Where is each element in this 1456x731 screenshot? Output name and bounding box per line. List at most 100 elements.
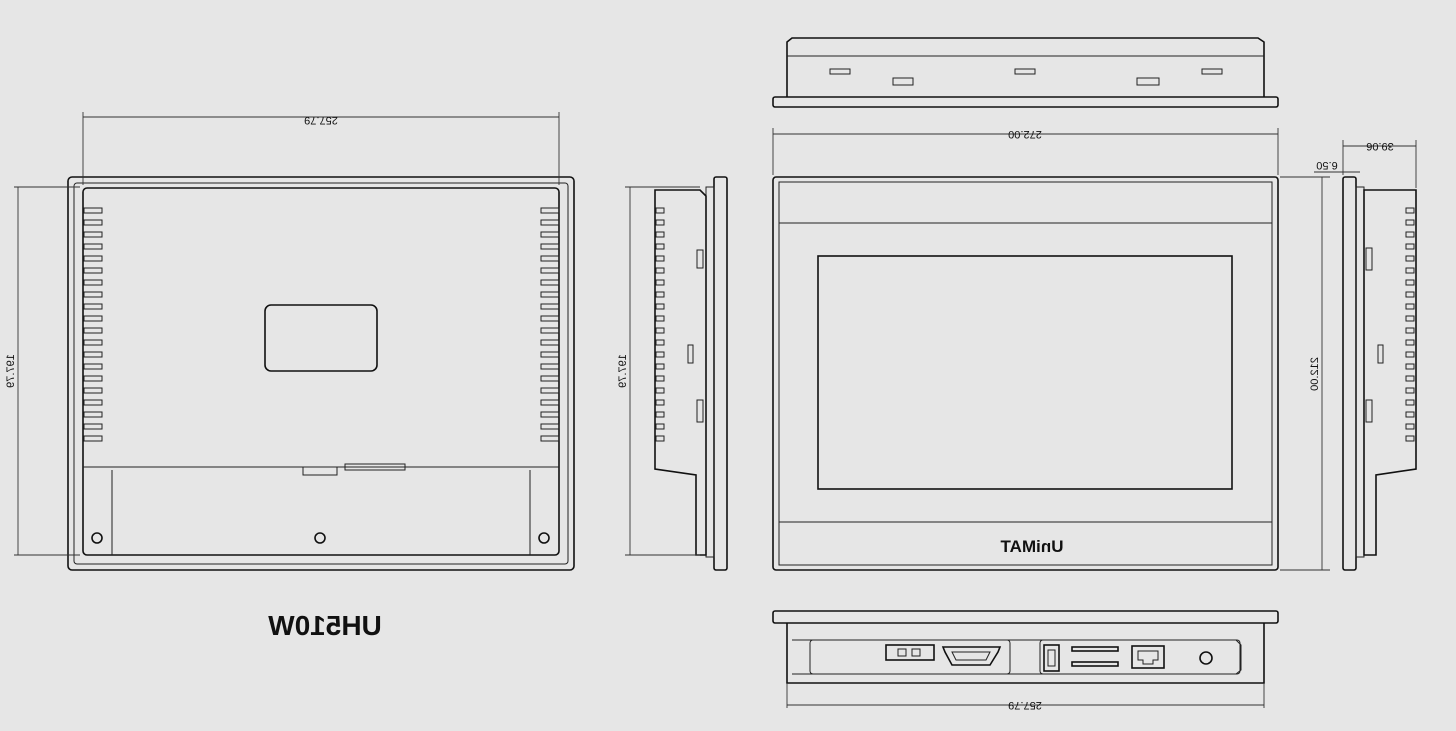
vent-slot xyxy=(1405,399,1415,406)
vent-slot xyxy=(1405,351,1415,358)
vent-slot xyxy=(83,291,103,298)
vent-slot xyxy=(655,207,665,214)
vent-slot xyxy=(655,387,665,394)
vent-slot xyxy=(1405,411,1415,418)
left-side-view xyxy=(654,176,728,571)
back-label-plate xyxy=(264,304,378,372)
dimension-bottom-width: 257.79 xyxy=(786,683,1265,711)
vent-slot xyxy=(655,435,665,442)
dimension-bezel-thickness: 6.50 xyxy=(1314,159,1360,173)
vent-slot xyxy=(83,351,103,358)
vent-slot xyxy=(540,231,560,238)
vent-slot xyxy=(83,267,103,274)
vent-slot xyxy=(83,207,103,214)
right-side-view xyxy=(1342,176,1417,571)
dimension-front-width: 272.00 xyxy=(772,128,1279,175)
vent-slot xyxy=(540,255,560,262)
vent-slot xyxy=(655,231,665,238)
vent-slot xyxy=(1405,375,1415,382)
vent-slot xyxy=(655,423,665,430)
dim-label-side-depth: 39.06 xyxy=(1366,140,1394,152)
dim-label-bezel-thickness: 6.50 xyxy=(1316,159,1337,171)
vent-slot xyxy=(540,351,560,358)
vent-slot xyxy=(540,339,560,346)
vent-slot xyxy=(655,327,665,334)
vent-slot xyxy=(1405,231,1415,238)
vent-slot xyxy=(655,303,665,310)
dim-label-side-height: 197.79 xyxy=(617,354,629,388)
vent-slot xyxy=(540,291,560,298)
vent-slot xyxy=(540,423,560,430)
vent-slot xyxy=(540,315,560,322)
power-terminal xyxy=(885,644,935,661)
vent-slot xyxy=(540,207,560,214)
vent-slot xyxy=(655,267,665,274)
vent-slot xyxy=(540,219,560,226)
front-view: UniMAT xyxy=(772,176,1279,571)
vent-slot xyxy=(1405,315,1415,322)
top-view xyxy=(772,37,1279,108)
screw-icon xyxy=(314,532,326,544)
vent-slot xyxy=(655,351,665,358)
display-screen xyxy=(817,255,1233,490)
screw-icon xyxy=(538,532,550,544)
dimension-back-width: 257.79 xyxy=(82,112,560,185)
vent-slot xyxy=(83,219,103,226)
vent-slot xyxy=(1405,219,1415,226)
vent-slots xyxy=(655,207,665,442)
vent-slot xyxy=(83,411,103,418)
dimension-side-depth: 39.06 xyxy=(1342,140,1417,188)
brand-logo: UniMAT xyxy=(1000,537,1064,556)
vent-slot xyxy=(655,315,665,322)
ethernet-port xyxy=(1131,645,1165,669)
vent-slot xyxy=(83,327,103,334)
vent-slot xyxy=(1405,339,1415,346)
vent-slot xyxy=(540,303,560,310)
vent-slot xyxy=(83,435,103,442)
vent-slot xyxy=(83,423,103,430)
vent-slot xyxy=(83,255,103,262)
vent-slot xyxy=(1405,387,1415,394)
dimension-side-height: 197.79 xyxy=(617,186,700,556)
vent-slot xyxy=(83,315,103,322)
dimension-back-height: 197.79 xyxy=(5,186,80,556)
dim-label-front-height: 212.00 xyxy=(1309,357,1321,391)
vent-slot xyxy=(1405,327,1415,334)
vent-slot xyxy=(83,303,103,310)
dim-label-bottom-width: 257.79 xyxy=(1008,699,1042,711)
dim-label-front-width: 272.00 xyxy=(1008,128,1042,140)
vent-slot xyxy=(655,339,665,346)
vent-slot xyxy=(540,411,560,418)
vent-slot xyxy=(540,387,560,394)
vent-slot xyxy=(655,243,665,250)
vent-slot xyxy=(83,375,103,382)
bottom-view xyxy=(772,610,1279,684)
vent-slot xyxy=(655,411,665,418)
vent-slot xyxy=(1405,423,1415,430)
vent-slots-right xyxy=(540,207,560,442)
vent-slot xyxy=(1405,255,1415,262)
usb-port xyxy=(1043,644,1060,672)
model-name: UH510W xyxy=(268,610,382,641)
dim-label-back-width: 257.79 xyxy=(304,114,338,126)
vent-slot xyxy=(1405,279,1415,286)
vent-slot xyxy=(540,375,560,382)
dimension-front-height: 212.00 xyxy=(1280,176,1330,571)
vent-slot xyxy=(655,291,665,298)
vent-slot xyxy=(83,399,103,406)
vent-slot xyxy=(540,399,560,406)
vent-slot xyxy=(540,279,560,286)
db9-serial-port xyxy=(941,646,1002,666)
vent-slot xyxy=(540,243,560,250)
vent-slot xyxy=(1405,303,1415,310)
vent-slot xyxy=(1405,363,1415,370)
vent-slot xyxy=(655,255,665,262)
vent-slot xyxy=(540,267,560,274)
vent-slot xyxy=(540,435,560,442)
vent-slot xyxy=(655,399,665,406)
vent-slot xyxy=(1405,291,1415,298)
vent-slot xyxy=(83,363,103,370)
vent-slot xyxy=(83,339,103,346)
vent-slots-left xyxy=(83,207,103,442)
